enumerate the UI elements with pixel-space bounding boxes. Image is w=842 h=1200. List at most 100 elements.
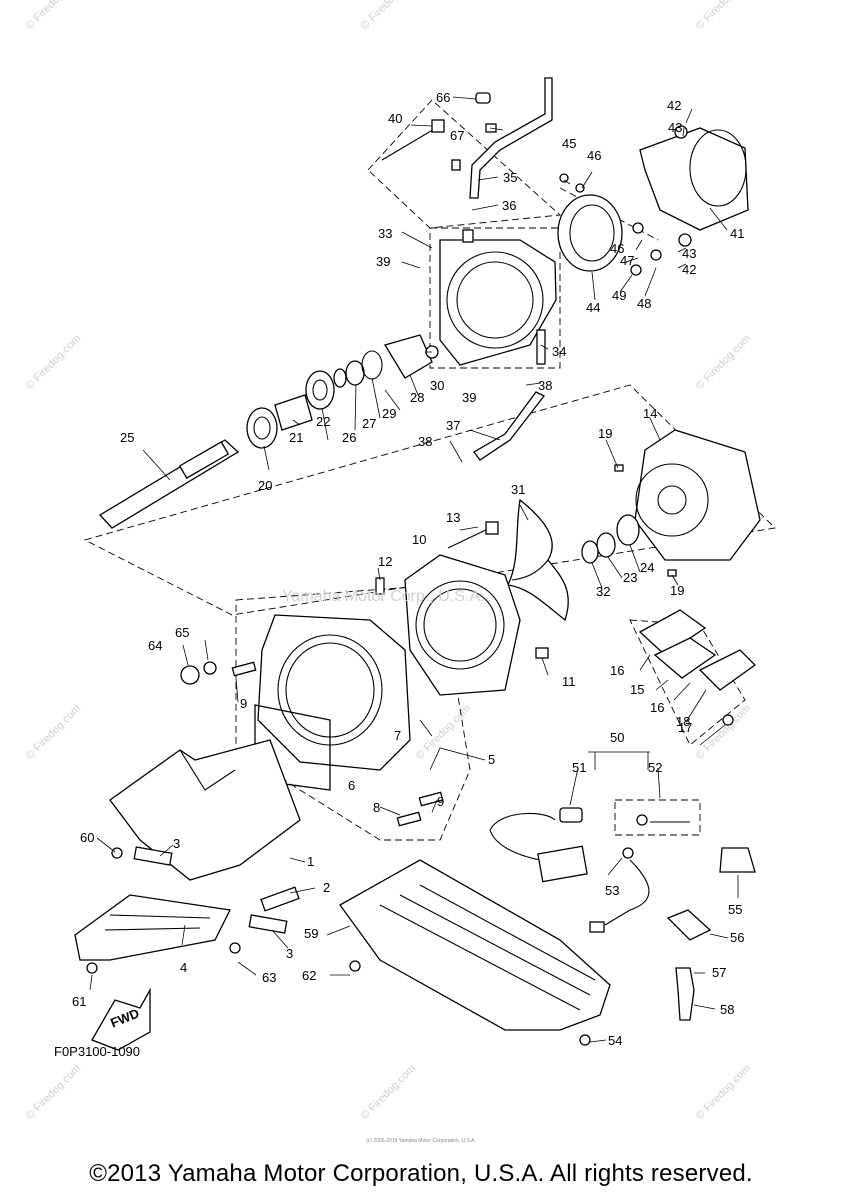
impeller <box>507 498 569 622</box>
callout-23: 23 <box>623 570 637 585</box>
callout-7: 7 <box>394 728 401 743</box>
callout-55: 55 <box>728 902 742 917</box>
callout-57: 57 <box>712 965 726 980</box>
callout-67: 67 <box>450 128 464 143</box>
callout-25: 25 <box>120 430 134 445</box>
callout-48: 48 <box>637 296 651 311</box>
pump-housing <box>581 429 761 577</box>
callout-26: 26 <box>342 430 356 445</box>
callout-20: 20 <box>258 478 272 493</box>
ride-plate <box>339 859 611 1046</box>
callout-4: 4 <box>180 960 187 975</box>
watermark: © Firedog.com <box>24 1063 84 1123</box>
callout-43: 43 <box>668 120 682 135</box>
callout-35: 35 <box>503 170 517 185</box>
fwd-arrow: FWD <box>91 987 151 1051</box>
callout-29: 29 <box>382 406 396 421</box>
callout-36: 36 <box>502 198 516 213</box>
watermark: © Firedog.com <box>24 703 84 763</box>
callout-34: 34 <box>552 344 566 359</box>
callout-54: 54 <box>608 1033 622 1048</box>
callout-42: 42 <box>667 98 681 113</box>
water-duct <box>180 614 444 827</box>
callout-3: 3 <box>286 946 293 961</box>
callout-33: 33 <box>378 226 392 241</box>
watermark: © Firedog.com <box>24 333 84 393</box>
callout-10: 10 <box>412 532 426 547</box>
callout-66: 66 <box>436 90 450 105</box>
callout-22: 22 <box>316 414 330 429</box>
callout-61: 61 <box>72 994 86 1009</box>
callout-41: 41 <box>730 226 744 241</box>
copyright-notice: ©2013 Yamaha Motor Corporation, U.S.A. A… <box>89 1160 753 1187</box>
callout-1: 1 <box>307 854 314 869</box>
watermark: © Firedog.com <box>359 0 419 32</box>
callout-40: 40 <box>388 111 402 126</box>
callout-31: 31 <box>511 482 525 497</box>
callout-24: 24 <box>640 560 654 575</box>
callout-8: 8 <box>373 800 380 815</box>
callout-17: 17 <box>678 720 692 735</box>
callout-62: 62 <box>302 968 316 983</box>
steering-nozzle <box>557 125 749 276</box>
callout-52: 52 <box>648 760 662 775</box>
callout-53: 53 <box>605 883 619 898</box>
callout-39: 39 <box>462 390 476 405</box>
lower-grate <box>74 894 231 961</box>
callout-12: 12 <box>378 554 392 569</box>
callout-16: 16 <box>650 700 664 715</box>
watermark: © Firedog.com <box>694 0 754 32</box>
callout-28: 28 <box>410 390 424 405</box>
callout-42: 42 <box>682 262 696 277</box>
callout-44: 44 <box>586 300 600 315</box>
leader-lines <box>89 96 739 1043</box>
callout-19: 19 <box>598 426 612 441</box>
diagram-code: F0P3100-1090 <box>54 1044 141 1059</box>
callout-59: 59 <box>304 926 318 941</box>
callout-58: 58 <box>720 1002 734 1017</box>
watermark: © Firedog.com <box>694 703 754 763</box>
callout-37: 37 <box>446 418 460 433</box>
callout-18: 18 <box>676 714 690 729</box>
callout-5: 5 <box>488 752 495 767</box>
callout-6: 6 <box>348 778 355 793</box>
callout-2: 2 <box>323 880 330 895</box>
watermark: © Firedog.com <box>359 1063 419 1123</box>
watermark: © Firedog.com <box>24 0 84 32</box>
callout-11: 11 <box>562 674 576 689</box>
callout-46: 46 <box>587 148 601 163</box>
callout-50: 50 <box>610 730 624 745</box>
bolt-group <box>381 119 461 171</box>
intake-grate <box>86 739 301 974</box>
callout-63: 63 <box>262 970 276 985</box>
nozzle-housing <box>439 229 557 366</box>
watermark: © Firedog.com <box>694 333 754 393</box>
callout-15: 15 <box>630 682 644 697</box>
callout-14: 14 <box>643 406 657 421</box>
callout-39: 39 <box>376 254 390 269</box>
callout-38: 38 <box>418 434 432 449</box>
callout-56: 56 <box>730 930 744 945</box>
callout-16: 16 <box>610 663 624 678</box>
callout-43: 43 <box>682 246 696 261</box>
callout-47: 47 <box>620 253 634 268</box>
callout-27: 27 <box>362 416 376 431</box>
center-watermark: Yamaha Motor Corp., U.S.A. <box>282 588 484 605</box>
callout-49: 49 <box>612 288 626 303</box>
drive-shaft <box>98 334 439 529</box>
speed-sensor <box>489 751 690 933</box>
callout-45: 45 <box>562 136 576 151</box>
callout-46: 46 <box>610 241 624 256</box>
callout-60: 60 <box>80 830 94 845</box>
intermediate-housing <box>375 521 549 696</box>
small-parts <box>638 609 757 1021</box>
callout-32: 32 <box>596 584 610 599</box>
callout-9: 9 <box>437 794 444 809</box>
callout-30: 30 <box>430 378 444 393</box>
callout-3: 3 <box>173 836 180 851</box>
callout-19: 19 <box>670 583 684 598</box>
fine-print: (c) 2005-2015 Yamaha Motor Corporation, … <box>366 1138 476 1144</box>
callout-64: 64 <box>148 638 162 653</box>
callout-21: 21 <box>289 430 303 445</box>
